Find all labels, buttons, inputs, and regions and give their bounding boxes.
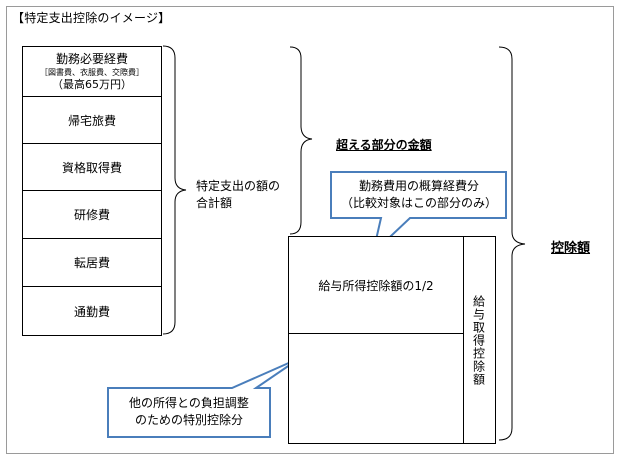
expense-item-relocation: 転居費 [23,238,161,286]
salary-deduction-box: 給与所得控除額の1/2 給与取得控除額 [288,236,496,444]
expense-item-qualification: 資格取得費 [23,143,161,190]
expense-item-label: 資格取得費 [61,160,122,175]
excess-bracket [289,46,313,235]
expense-item-sub: ［図書費、衣服費、交際費］ [40,67,144,77]
expense-item-label: 勤務必要経費 [55,51,128,66]
diagram-frame [6,6,614,454]
deduction-label: 控除額 [551,241,591,256]
callout-top-line1: 勤務費用の概算経費分 [358,179,479,193]
box-divider-vertical [463,237,464,443]
total-label-line2: 合計額 [196,196,233,210]
salary-half-label: 給与所得控除額の1/2 [318,279,434,293]
deduction-bracket [498,46,526,441]
callout-bottom-shape [107,357,301,438]
callout-bottom-text: 他の所得との負担調整 のための特別控除分 [108,395,270,429]
expense-item-label: 転居費 [73,256,110,270]
excess-label: 超える部分の金額 [336,138,432,152]
total-label-line1: 特定支出の額の [196,179,281,193]
callout-top-shape [330,171,507,256]
callout-top-line2: （比較対象はこの部分のみ） [340,196,497,210]
expense-item-note: （最高65万円） [52,77,132,91]
expense-item-commuting: 通勤費 [23,286,161,336]
callout-top-text: 勤務費用の概算経費分 （比較対象はこの部分のみ） [331,178,507,212]
diagram-title: 【特定支出控除のイメージ】 [12,11,171,25]
expense-item-label: 帰宅旅費 [67,113,116,128]
expense-item-label: 通勤費 [73,305,110,319]
expense-item-label: 研修費 [73,208,110,222]
box-divider-horizontal [289,333,463,334]
salary-deduction-vertical-label: 給与取得控除額 [471,294,486,386]
callout-bottom-line1: 他の所得との負担調整 [129,396,249,410]
expense-item-work-expenses: 勤務必要経費 ［図書費、衣服費、交際費］ （最高65万円） [23,47,161,96]
total-bracket [162,45,187,335]
specific-expense-stack: 勤務必要経費 ［図書費、衣服費、交際費］ （最高65万円） 帰宅旅費 資格取得費… [22,46,162,336]
total-label: 特定支出の額の 合計額 [196,178,280,212]
expense-item-training: 研修費 [23,190,161,238]
callout-bottom-line2: のための特別控除分 [134,413,243,427]
expense-item-home-travel: 帰宅旅費 [23,96,161,143]
